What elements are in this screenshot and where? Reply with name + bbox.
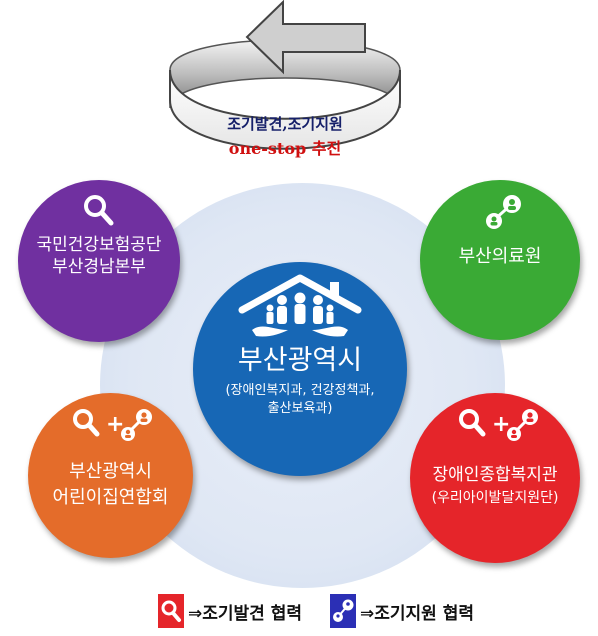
node-nhis-line1: 국민건강보험공단 — [36, 235, 162, 255]
legend-early-detection: ⇒조기발견 협력 — [158, 594, 302, 628]
node-disability-welfare-center: + 장애인종합복지관 (우리아이발달지원단) — [410, 393, 580, 563]
node-daycare-line1: 부산광역시 — [69, 461, 152, 482]
node-medical-line1: 부산의료원 — [458, 246, 542, 267]
node-busan-city: 부산광역시 (장애인복지과, 건강정책과, 출산보육과) — [193, 262, 407, 476]
network-icon — [486, 195, 521, 229]
magnifier-icon — [158, 594, 184, 628]
center-sub2: 출산보육과) — [267, 401, 333, 416]
network-icon — [330, 594, 356, 628]
node-busan-medical-center: 부산의료원 — [420, 180, 580, 340]
node-daycare-association: + 부산광역시 어린이집연합회 — [28, 393, 193, 558]
cycle-line2: one-stop 추진 — [228, 139, 342, 158]
family-house-icon — [238, 274, 362, 337]
node-welfare-line2: (우리아이발달지원단) — [431, 490, 559, 506]
node-welfare-line1: 장애인종합복지관 — [432, 465, 558, 485]
cycle-arrow-graphic — [169, 0, 401, 150]
center-title: 부산광역시 — [237, 345, 363, 376]
legend-early-support: ⇒조기지원 협력 — [330, 594, 474, 628]
magnifier-plus-network-icon: + — [73, 409, 152, 441]
svg-text:+: + — [106, 412, 124, 437]
cycle-line1: 조기발견,조기지원 — [227, 115, 343, 133]
cycle-label: 조기발견,조기지원 one-stop 추진 — [165, 113, 405, 159]
magnifier-icon — [84, 195, 114, 226]
center-sub1: (장애인복지과, 건강정책과, — [225, 383, 375, 398]
legend-early-detection-label: ⇒조기발견 협력 — [188, 603, 303, 624]
legend-early-support-label: ⇒조기지원 협력 — [360, 603, 475, 624]
node-nhis-line2: 부산경남본부 — [52, 257, 146, 277]
node-daycare-line2: 어린이집연합회 — [52, 487, 169, 508]
svg-text:+: + — [492, 412, 510, 437]
node-nhis-busan: 국민건강보험공단 부산경남본부 — [18, 180, 180, 342]
magnifier-plus-network-icon: + — [459, 409, 538, 441]
